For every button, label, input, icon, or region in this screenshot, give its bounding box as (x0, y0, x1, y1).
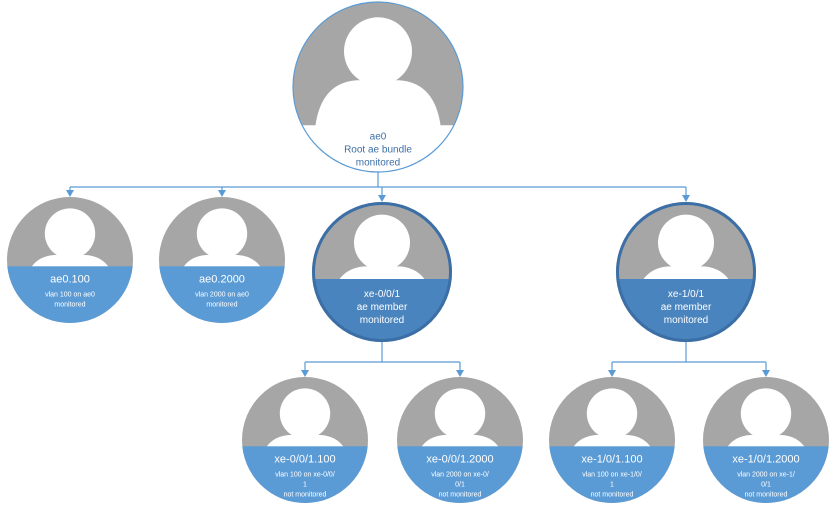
avatar-head-icon (658, 214, 714, 271)
node-detail: ae member (661, 302, 712, 313)
node-detail: monitored (360, 315, 404, 326)
node-xe-1-0-1[interactable]: xe-1/0/1 ae member monitored (616, 202, 756, 342)
node-title: xe-1/0/1.2000 (732, 453, 799, 465)
node-title: xe-1/0/1.100 (581, 453, 642, 465)
node-detail: monitored (356, 158, 400, 169)
node-xe-0-0-1[interactable]: xe-0/0/1 ae member monitored (312, 202, 452, 342)
node-detail: vlan 100 on xe-1/0/ (582, 471, 642, 478)
node-title: xe-0/0/1.2000 (426, 453, 493, 465)
node-title: xe-1/0/1 (668, 289, 705, 300)
node-ae0-100[interactable]: ae0.100 vlan 100 on ae0 monitored (7, 197, 133, 323)
node-xe-0-0-1-100[interactable]: xe-0/0/1.100 vlan 100 on xe-0/0/1 not moni… (242, 377, 368, 503)
connectors (66, 172, 770, 377)
node-title: ae0.100 (50, 273, 90, 285)
node-detail: vlan 2000 on ae0 (195, 291, 249, 298)
node-ae0-2000[interactable]: ae0.2000 vlan 2000 on ae0 monitored (159, 197, 285, 323)
node-border (292, 1, 464, 173)
arrow-head-icon (682, 195, 690, 202)
arrow-head-icon (378, 195, 386, 202)
arrow-head-icon (218, 190, 226, 197)
avatar-body-icon (314, 80, 442, 138)
node-detail: vlan 100 on xe-0/0/ (275, 471, 335, 478)
connector-line (612, 342, 766, 363)
node-detail: vlan 100 on ae0 (45, 291, 95, 298)
node-detail: ae member (357, 302, 408, 313)
avatar-head-icon (344, 17, 412, 86)
arrow-head-icon (762, 370, 770, 377)
arrow-head-icon (456, 370, 464, 377)
node-detail: monitored (54, 301, 85, 308)
node-detail: 0/1 (761, 481, 771, 488)
node-title: xe-0/0/1.100 (274, 453, 335, 465)
avatar-head-icon (740, 388, 792, 439)
node-detail: not monitored (591, 491, 634, 498)
avatar-head-icon (586, 388, 638, 439)
avatar-head-icon (434, 388, 486, 439)
node-xe-0-0-1-2000[interactable]: xe-0/0/1.2000 vlan 2000 on xe-0/0/1 not mo… (397, 377, 523, 503)
node-detail: 0/1 (455, 481, 465, 488)
node-detail: 1 (303, 481, 307, 488)
node-xe-1-0-1-2000[interactable]: xe-1/0/1.2000 vlan 2000 on xe-1/0/1 not mo… (703, 377, 829, 503)
node-detail: not monitored (439, 491, 482, 498)
node-xe-1-0-1-100[interactable]: xe-1/0/1.100 vlan 100 on xe-1/0/1 not moni… (549, 377, 675, 503)
avatar-head-icon (354, 214, 410, 271)
node-detail: monitored (664, 315, 708, 326)
node-detail: vlan 2000 on xe-1/ (737, 471, 795, 478)
node-title: xe-0/0/1 (364, 289, 401, 300)
arrow-head-icon (608, 370, 616, 377)
node-detail: monitored (206, 301, 237, 308)
avatar-head-icon (279, 388, 331, 439)
node-detail: Root ae bundle (344, 145, 412, 156)
connector-line (70, 172, 686, 188)
node-detail: vlan 2000 on xe-0/ (431, 471, 489, 478)
node-border (312, 202, 452, 342)
arrow-head-icon (301, 370, 309, 377)
node-detail: 1 (610, 481, 614, 488)
node-title: ae0 (370, 132, 387, 143)
avatar-head-icon (196, 208, 248, 259)
connector-line (305, 342, 460, 363)
node-detail: not monitored (745, 491, 788, 498)
avatar-head-icon (44, 208, 96, 259)
node-title: ae0.2000 (199, 273, 245, 285)
node-border (616, 202, 756, 342)
node-detail: not monitored (284, 491, 327, 498)
arrow-head-icon (66, 190, 74, 197)
